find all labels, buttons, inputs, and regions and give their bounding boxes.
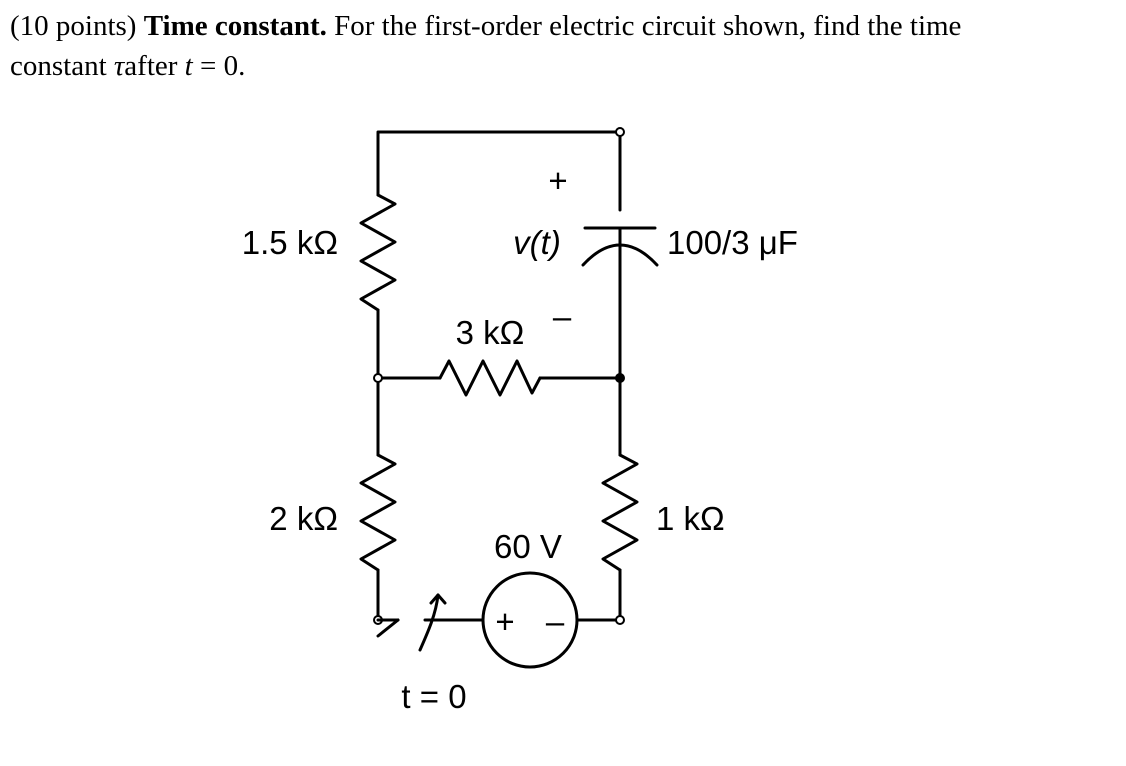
- label-plus: +: [548, 162, 567, 199]
- source-minus: –: [546, 603, 565, 640]
- problem-title: Time constant.: [143, 10, 327, 42]
- node-mid-left: [373, 373, 383, 383]
- node-mid-right: [615, 373, 625, 383]
- resistor-2k: [359, 453, 397, 572]
- problem-text-1: For the first-order electric circuit sho…: [334, 10, 962, 42]
- problem-text-2a: constant: [10, 50, 107, 82]
- problem-line-2: constant τafter t = 0.: [10, 46, 1110, 86]
- problem-text-2c: = 0.: [199, 50, 246, 82]
- label-switch: t = 0: [401, 678, 466, 715]
- label-minus: –: [553, 298, 572, 335]
- resistor-1k: [601, 453, 639, 572]
- source-plus: +: [495, 603, 514, 640]
- t-symbol: t: [184, 50, 193, 82]
- node-bottom-right: [615, 615, 625, 625]
- label-capacitor: 100/3 μF: [667, 224, 798, 261]
- problem-statement: (10 points) Time constant. For the first…: [10, 6, 1110, 86]
- resistor-3k: [438, 359, 542, 397]
- problem-line-1: (10 points) Time constant. For the first…: [10, 6, 1110, 46]
- switch: [376, 593, 448, 652]
- resistor-1-5k: [359, 193, 397, 312]
- voltage-source: [481, 571, 579, 669]
- node-top-right: [615, 127, 625, 137]
- label-1k: 1 kΩ: [656, 500, 725, 537]
- label-2k: 2 kΩ: [269, 500, 338, 537]
- capacitor-plate-bottom: [581, 243, 659, 267]
- label-source: 60 V: [494, 528, 562, 565]
- label-3k: 3 kΩ: [456, 314, 525, 351]
- label-voltage: v(t): [513, 224, 561, 261]
- label-1-5k: 1.5 kΩ: [242, 224, 338, 261]
- points: (10 points): [10, 10, 137, 42]
- tau-symbol: τ: [113, 50, 125, 82]
- top-wire: [376, 130, 622, 212]
- problem-text-2b: after: [124, 50, 178, 82]
